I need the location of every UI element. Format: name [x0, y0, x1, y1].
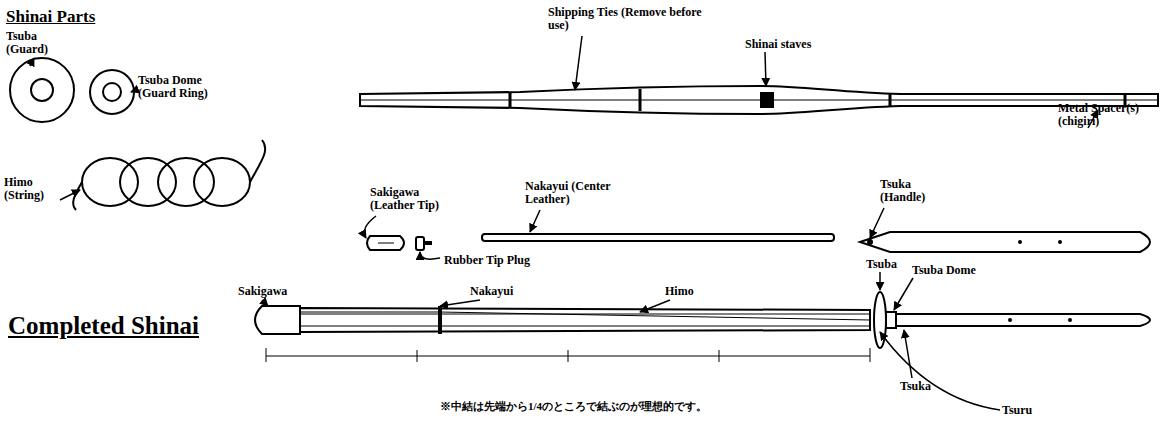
tsuba-ring: [10, 58, 74, 122]
part-label: Sakigawa: [238, 285, 287, 298]
tsuba-hole: [31, 79, 53, 101]
part-label: Sakigawa (Leather Tip): [370, 186, 460, 212]
leader-lines: [30, 36, 1098, 410]
section-heading: Shinai Parts: [6, 8, 95, 27]
part-label: Tsuba (Guard): [6, 30, 58, 56]
part-label: Tsuba: [866, 258, 897, 271]
shinai-staves: [360, 86, 1158, 114]
rubber-tip-plug: [416, 237, 432, 250]
tsuba-dome-ring: [90, 70, 134, 114]
dimension-line: [266, 348, 870, 362]
nakayui-part: [482, 234, 834, 241]
part-label: Nakayui (Center Leather): [525, 180, 640, 206]
part-label: ※中結は先端から1/4のところで結ぶのが理想的です。: [440, 400, 707, 412]
part-label: Shinai staves: [745, 38, 811, 51]
tsuka-part: [860, 232, 1150, 252]
himo-coils: [73, 140, 265, 210]
section-heading: Completed Shinai: [8, 312, 199, 340]
part-label: Tsuba Dome (Guard Ring): [138, 74, 228, 100]
tsuba-dome-hole: [103, 83, 121, 101]
part-label: Tsuka (Handle): [880, 178, 950, 204]
completed-shinai: [255, 292, 1150, 348]
part-label: Tsuba Dome: [912, 264, 976, 277]
part-label: Tsuka: [900, 380, 931, 393]
part-label: Nakayui: [470, 285, 513, 298]
part-label: Shipping Ties (Remove before use): [548, 6, 708, 32]
part-label: Tsuru: [1002, 404, 1032, 417]
sakigawa-part: [367, 236, 404, 250]
part-label: Rubber Tip Plug: [444, 254, 530, 267]
part-label: Metal Spacer(s) (chigiri): [1058, 102, 1158, 128]
part-label: Himo (String): [4, 176, 62, 202]
part-label: Himo: [665, 285, 694, 298]
